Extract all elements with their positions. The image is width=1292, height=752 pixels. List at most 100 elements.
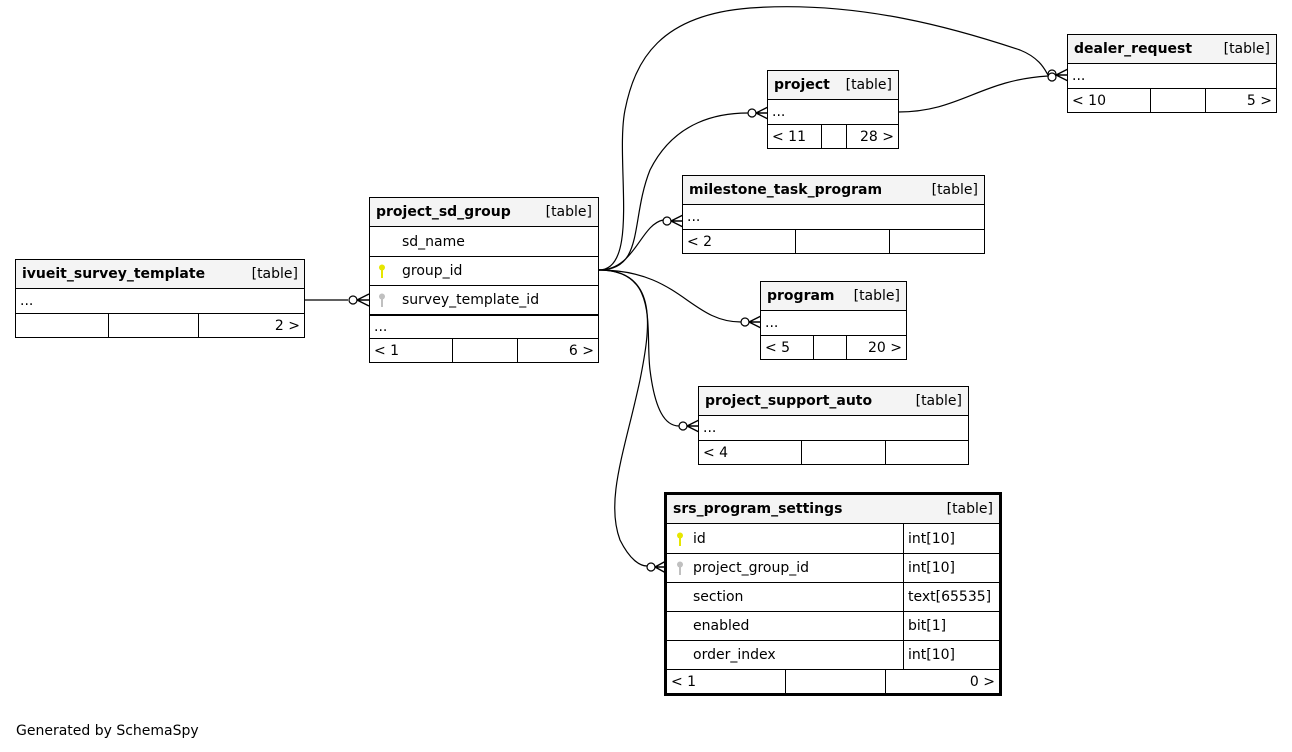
table-project[interactable]: project [table] ... < 11 28 >	[767, 70, 899, 149]
column-name: survey_template_id	[402, 292, 540, 308]
rows-count	[821, 125, 846, 148]
children-count[interactable]: 2 >	[198, 314, 304, 337]
parents-count[interactable]: < 11	[772, 128, 806, 145]
column-name: id	[693, 530, 706, 547]
column-type: bit[1]	[903, 612, 999, 640]
column-type: text[65535]	[903, 583, 999, 611]
table-project-support-auto[interactable]: project_support_auto [table] ... < 4	[698, 386, 969, 465]
column-row[interactable]: order_index int[10]	[667, 640, 999, 669]
column-row[interactable]: project_group_id int[10]	[667, 553, 999, 582]
column-type: int[10]	[903, 641, 999, 669]
foreign-key-icon	[370, 293, 394, 307]
rows-count	[813, 336, 846, 359]
table-project-sd-group[interactable]: project_sd_group [table] sd_name group_i…	[369, 197, 599, 363]
parents-count[interactable]: < 2	[687, 233, 713, 250]
table-footer: < 10 5 >	[1068, 88, 1276, 112]
columns-ellipsis: ...	[765, 315, 779, 331]
table-name: milestone_task_program	[689, 182, 883, 198]
table-footer: < 5 20 >	[761, 335, 906, 359]
table-name: project_support_auto	[705, 393, 873, 409]
parents-count[interactable]	[16, 314, 108, 337]
zero-marker	[646, 562, 656, 572]
children-count[interactable]	[889, 230, 984, 253]
crowfoot-marker	[686, 419, 700, 433]
table-kind: [table]	[915, 393, 962, 409]
children-count[interactable]	[885, 441, 968, 464]
table-program[interactable]: program [table] ... < 5 20 >	[760, 281, 907, 360]
column-row[interactable]: enabled bit[1]	[667, 611, 999, 640]
table-name: srs_program_settings	[673, 501, 843, 517]
children-count[interactable]: 5 >	[1205, 89, 1276, 112]
table-ivueit-survey-template[interactable]: ivueit_survey_template [table] ... 2 >	[15, 259, 305, 338]
table-header: srs_program_settings [table]	[667, 495, 999, 524]
zero-marker	[662, 216, 672, 226]
children-count[interactable]: 28 >	[846, 125, 898, 148]
table-header: project_support_auto [table]	[699, 387, 968, 416]
column-type: int[10]	[903, 524, 999, 553]
edge-project-sd-group-to-dealer-request	[598, 6, 1049, 271]
generator-credit: Generated by SchemaSpy	[16, 723, 199, 739]
parents-count[interactable]: < 4	[703, 444, 729, 461]
column-row[interactable]: group_id	[370, 256, 598, 285]
parents-count[interactable]: < 5	[765, 339, 791, 356]
table-kind: [table]	[946, 501, 993, 517]
zero-marker	[348, 295, 358, 305]
edge-project-sd-group-to-project-support-auto	[598, 269, 680, 427]
crowfoot-marker	[755, 106, 769, 120]
rows-count	[452, 339, 517, 362]
edge-project-sd-group-to-milestone	[598, 219, 664, 271]
table-footer: < 1 6 >	[370, 338, 598, 362]
columns-ellipsis: ...	[370, 314, 598, 338]
rows-count	[795, 230, 889, 253]
column-row[interactable]: survey_template_id	[370, 285, 598, 314]
table-name: program	[767, 288, 835, 304]
children-count[interactable]: 20 >	[846, 336, 906, 359]
parents-count[interactable]: < 10	[1072, 92, 1106, 109]
table-dealer-request[interactable]: dealer_request [table] ... < 10 5 >	[1067, 34, 1277, 113]
rows-count	[1150, 89, 1205, 112]
primary-key-icon	[370, 264, 394, 278]
table-kind: [table]	[853, 288, 900, 304]
column-row[interactable]: section text[65535]	[667, 582, 999, 611]
rows-count	[785, 670, 885, 693]
table-srs-program-settings[interactable]: srs_program_settings [table] id int[10] …	[664, 492, 1002, 696]
children-count[interactable]: 0 >	[885, 670, 999, 693]
crowfoot-marker	[1055, 68, 1069, 82]
table-footer: 2 >	[16, 313, 304, 337]
table-name: dealer_request	[1074, 41, 1193, 57]
columns-ellipsis: ...	[1072, 68, 1086, 84]
columns-ellipsis: ...	[20, 293, 34, 309]
crowfoot-marker	[356, 293, 370, 307]
table-kind: [table]	[545, 204, 592, 220]
column-row[interactable]: id int[10]	[667, 524, 999, 553]
children-count[interactable]: 6 >	[517, 339, 598, 362]
table-header: program [table]	[761, 282, 906, 311]
crowfoot-marker	[670, 214, 684, 228]
parents-count[interactable]: < 1	[374, 342, 400, 359]
table-kind: [table]	[845, 77, 892, 93]
table-kind: [table]	[251, 266, 298, 282]
column-row[interactable]: sd_name	[370, 227, 598, 256]
table-kind: [table]	[1223, 41, 1270, 57]
table-milestone-task-program[interactable]: milestone_task_program [table] ... < 2	[682, 175, 985, 254]
table-header: milestone_task_program [table]	[683, 176, 984, 205]
column-name: group_id	[402, 263, 463, 279]
table-footer: < 2	[683, 229, 984, 253]
edge-project-sd-group-to-srs-program-settings	[598, 269, 649, 567]
table-header: ivueit_survey_template [table]	[16, 260, 304, 289]
column-name: enabled	[693, 618, 750, 634]
table-header: project [table]	[768, 71, 898, 100]
table-kind: [table]	[931, 182, 978, 198]
column-name: sd_name	[402, 233, 465, 250]
edge-project-to-dealer-request	[897, 75, 1049, 113]
rows-count	[801, 441, 885, 464]
column-name: section	[693, 589, 744, 605]
table-footer: < 1 0 >	[667, 669, 999, 693]
column-name: order_index	[693, 647, 776, 663]
zero-marker	[747, 108, 757, 118]
parents-count[interactable]: < 1	[671, 673, 697, 690]
column-name: project_group_id	[693, 560, 810, 576]
table-footer: < 11 28 >	[768, 124, 898, 148]
table-name: project	[774, 77, 830, 93]
